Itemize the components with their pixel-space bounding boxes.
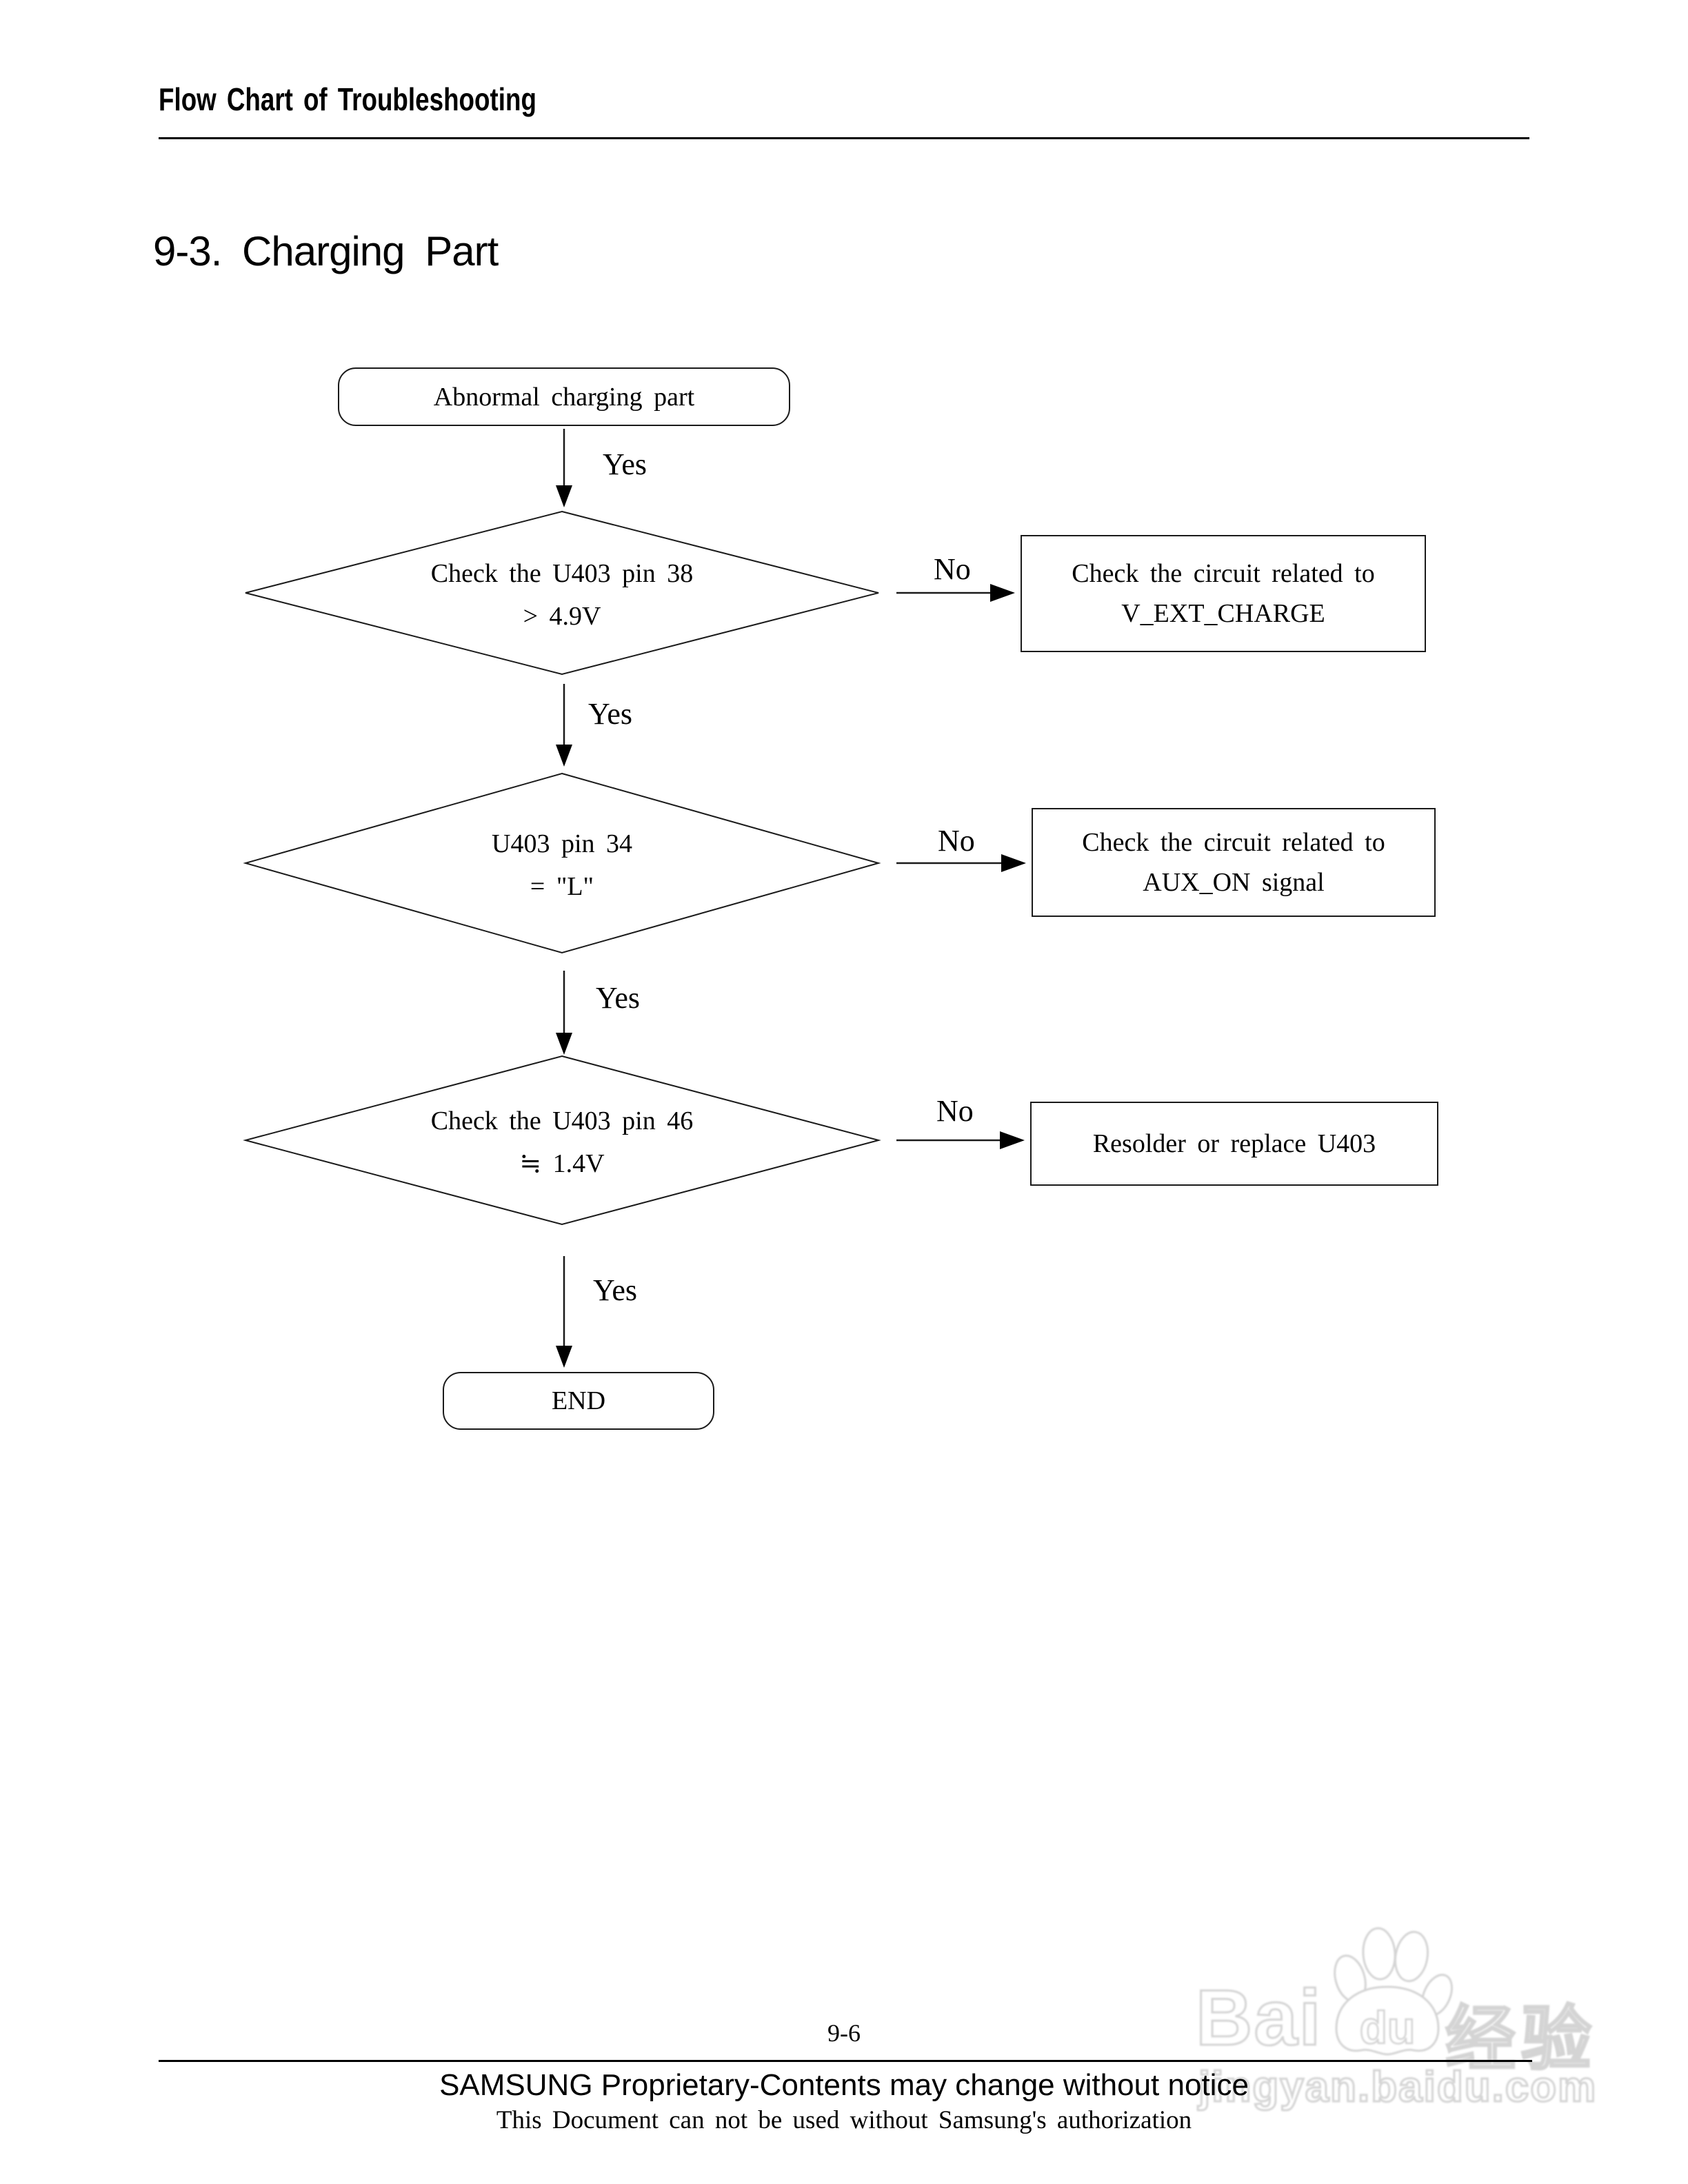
- no-label-2: No: [938, 824, 975, 858]
- action-box-1: Check the circuit related to V_EXT_CHARG…: [1021, 535, 1426, 652]
- decision-3-line2: ≒ 1.4V: [519, 1149, 605, 1178]
- yes-label-1: Yes: [603, 447, 647, 481]
- end-node: END: [443, 1372, 714, 1430]
- arrowhead-down-4: [556, 1346, 572, 1368]
- footer-rule: [159, 2060, 1532, 2062]
- decision-2-line2: = "L": [530, 872, 594, 901]
- yes-label-4: Yes: [593, 1273, 638, 1307]
- yes-label-3: Yes: [596, 981, 641, 1015]
- no-label-1: No: [934, 552, 971, 586]
- decision-2-line1: U403 pin 34: [492, 829, 632, 858]
- decision-1-line1: Check the U403 pin 38: [430, 559, 694, 588]
- action-box-2: Check the circuit related to AUX_ON sign…: [1032, 808, 1436, 917]
- page-header: Flow Chart of Troubleshooting: [159, 81, 536, 117]
- action-box-3: Resolder or replace U403: [1030, 1102, 1438, 1186]
- action-box-1-line2: V_EXT_CHARGE: [1121, 599, 1325, 628]
- start-node-label: Abnormal charging part: [433, 382, 695, 412]
- decision-1-line2: > 4.9V: [523, 602, 601, 631]
- action-box-2-line2: AUX_ON signal: [1143, 868, 1325, 897]
- arrowhead-right-2: [1001, 854, 1026, 872]
- action-box-2-line1: Check the circuit related to: [1082, 828, 1385, 857]
- arrowhead-right-1: [990, 584, 1015, 602]
- section-title: 9-3. Charging Part: [153, 228, 499, 274]
- no-label-3: No: [936, 1094, 974, 1128]
- yes-label-2: Yes: [588, 697, 633, 731]
- arrowhead-down-1: [556, 485, 572, 507]
- decision-3-text: Check the U403 pin 46 ≒ 1.4V: [321, 1100, 803, 1185]
- page-number: 9-6: [827, 2019, 861, 2047]
- footer-authorization-notice: This Document can not be used without Sa…: [496, 2106, 1192, 2134]
- arrowhead-down-3: [556, 1033, 572, 1055]
- decision-diamond-2: [243, 772, 881, 954]
- decision-1-text: Check the U403 pin 38 > 4.9V: [321, 552, 803, 638]
- arrowhead-down-2: [556, 745, 572, 767]
- decision-2-text: U403 pin 34 = "L": [321, 822, 803, 908]
- decision-diamond-3: [243, 1055, 881, 1226]
- decision-diamond-1: [245, 510, 879, 676]
- start-node: Abnormal charging part: [338, 367, 790, 426]
- arrowhead-right-3: [1000, 1131, 1025, 1149]
- footer-proprietary-notice: SAMSUNG Proprietary-Contents may change …: [439, 2068, 1249, 2102]
- header-rule: [159, 137, 1529, 139]
- end-node-label: END: [551, 1386, 606, 1415]
- action-box-1-line1: Check the circuit related to: [1072, 559, 1375, 588]
- action-box-3-line1: Resolder or replace U403: [1092, 1129, 1376, 1158]
- decision-3-line1: Check the U403 pin 46: [430, 1106, 694, 1135]
